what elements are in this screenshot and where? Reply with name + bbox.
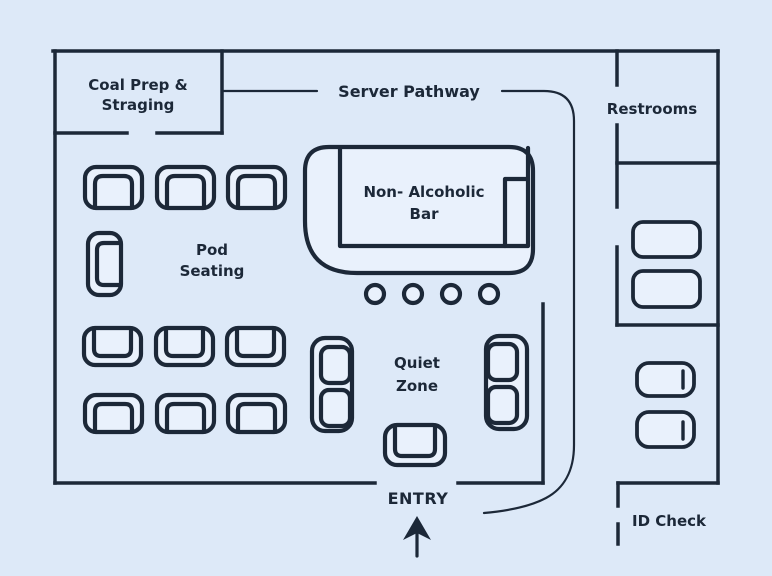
stool-icon [477, 282, 501, 306]
double-sofa-icon [309, 335, 355, 434]
sofa-seat [318, 344, 353, 386]
sofa-icon [81, 325, 144, 368]
sofa-seat [318, 387, 353, 429]
bar-label-line2: Bar [410, 205, 440, 223]
sink-body [635, 361, 696, 398]
pod-seating-label-line2: Seating [180, 262, 245, 280]
pathway-line-right [482, 89, 576, 515]
quiet-zone-label-line1: Quiet [394, 354, 440, 372]
bar-stools [363, 282, 501, 306]
sofa-seat [485, 384, 520, 426]
restroom-fixtures [631, 220, 702, 449]
sofa-arch [92, 173, 135, 209]
sofa-body [483, 333, 530, 432]
bar-counter-outline [302, 144, 536, 276]
non-alcoholic-bar [302, 144, 536, 306]
sofa-arch [163, 327, 206, 359]
stool-icon [401, 282, 425, 306]
sofa-icon [85, 230, 124, 298]
entry-arrow-icon [403, 516, 431, 558]
sofa-arch [91, 327, 134, 359]
sofa-arch [234, 327, 277, 359]
sofa-icon [153, 325, 216, 368]
labels: Coal Prep & Straging Server Pathway Rest… [88, 76, 707, 530]
sofa-arch [94, 240, 122, 288]
sofa-arch [235, 401, 278, 433]
stool-icon [439, 282, 463, 306]
bar-label-line1: Non- Alcoholic [363, 183, 484, 201]
sofa-icon [224, 325, 287, 368]
sink-icon [635, 410, 696, 449]
sofa-icon [154, 164, 217, 211]
sofa-arch [235, 173, 278, 209]
bar-service-station [502, 176, 531, 249]
sofa-icon [154, 392, 217, 435]
sofa-icon [225, 164, 288, 211]
sofa-arch [164, 401, 207, 433]
double-sofa-icon [483, 333, 530, 432]
server-pathway-lines [220, 89, 576, 515]
sofa-icon [82, 164, 145, 211]
sofa-arch [392, 424, 438, 459]
entry-label: ENTRY [388, 489, 449, 508]
sink-body [635, 410, 696, 449]
sofa-arch [164, 173, 207, 209]
sofa-icon [82, 392, 145, 435]
pod-seating-sofas [81, 164, 288, 435]
stool-icon [363, 282, 387, 306]
stall-icon [631, 269, 702, 309]
sofa-seat [485, 341, 520, 383]
quiet-zone-sofas [309, 333, 530, 468]
sink-icon [635, 361, 696, 398]
server-pathway-label: Server Pathway [338, 82, 480, 101]
sofa-icon [225, 392, 288, 435]
stall-icon [631, 220, 702, 259]
id-check-label: ID Check [632, 512, 707, 530]
sofa-icon [382, 422, 448, 468]
restrooms-label: Restrooms [607, 100, 697, 118]
quiet-zone-label-line2: Zone [396, 377, 438, 395]
walls [51, 49, 720, 546]
coal-prep-label-line2: Straging [102, 96, 175, 114]
arrow-head [403, 516, 431, 540]
coal-prep-label-line1: Coal Prep & [88, 76, 187, 94]
sofa-arch [92, 401, 135, 433]
pod-seating-label-line1: Pod [196, 241, 228, 259]
bar-counter-inner [337, 145, 531, 249]
